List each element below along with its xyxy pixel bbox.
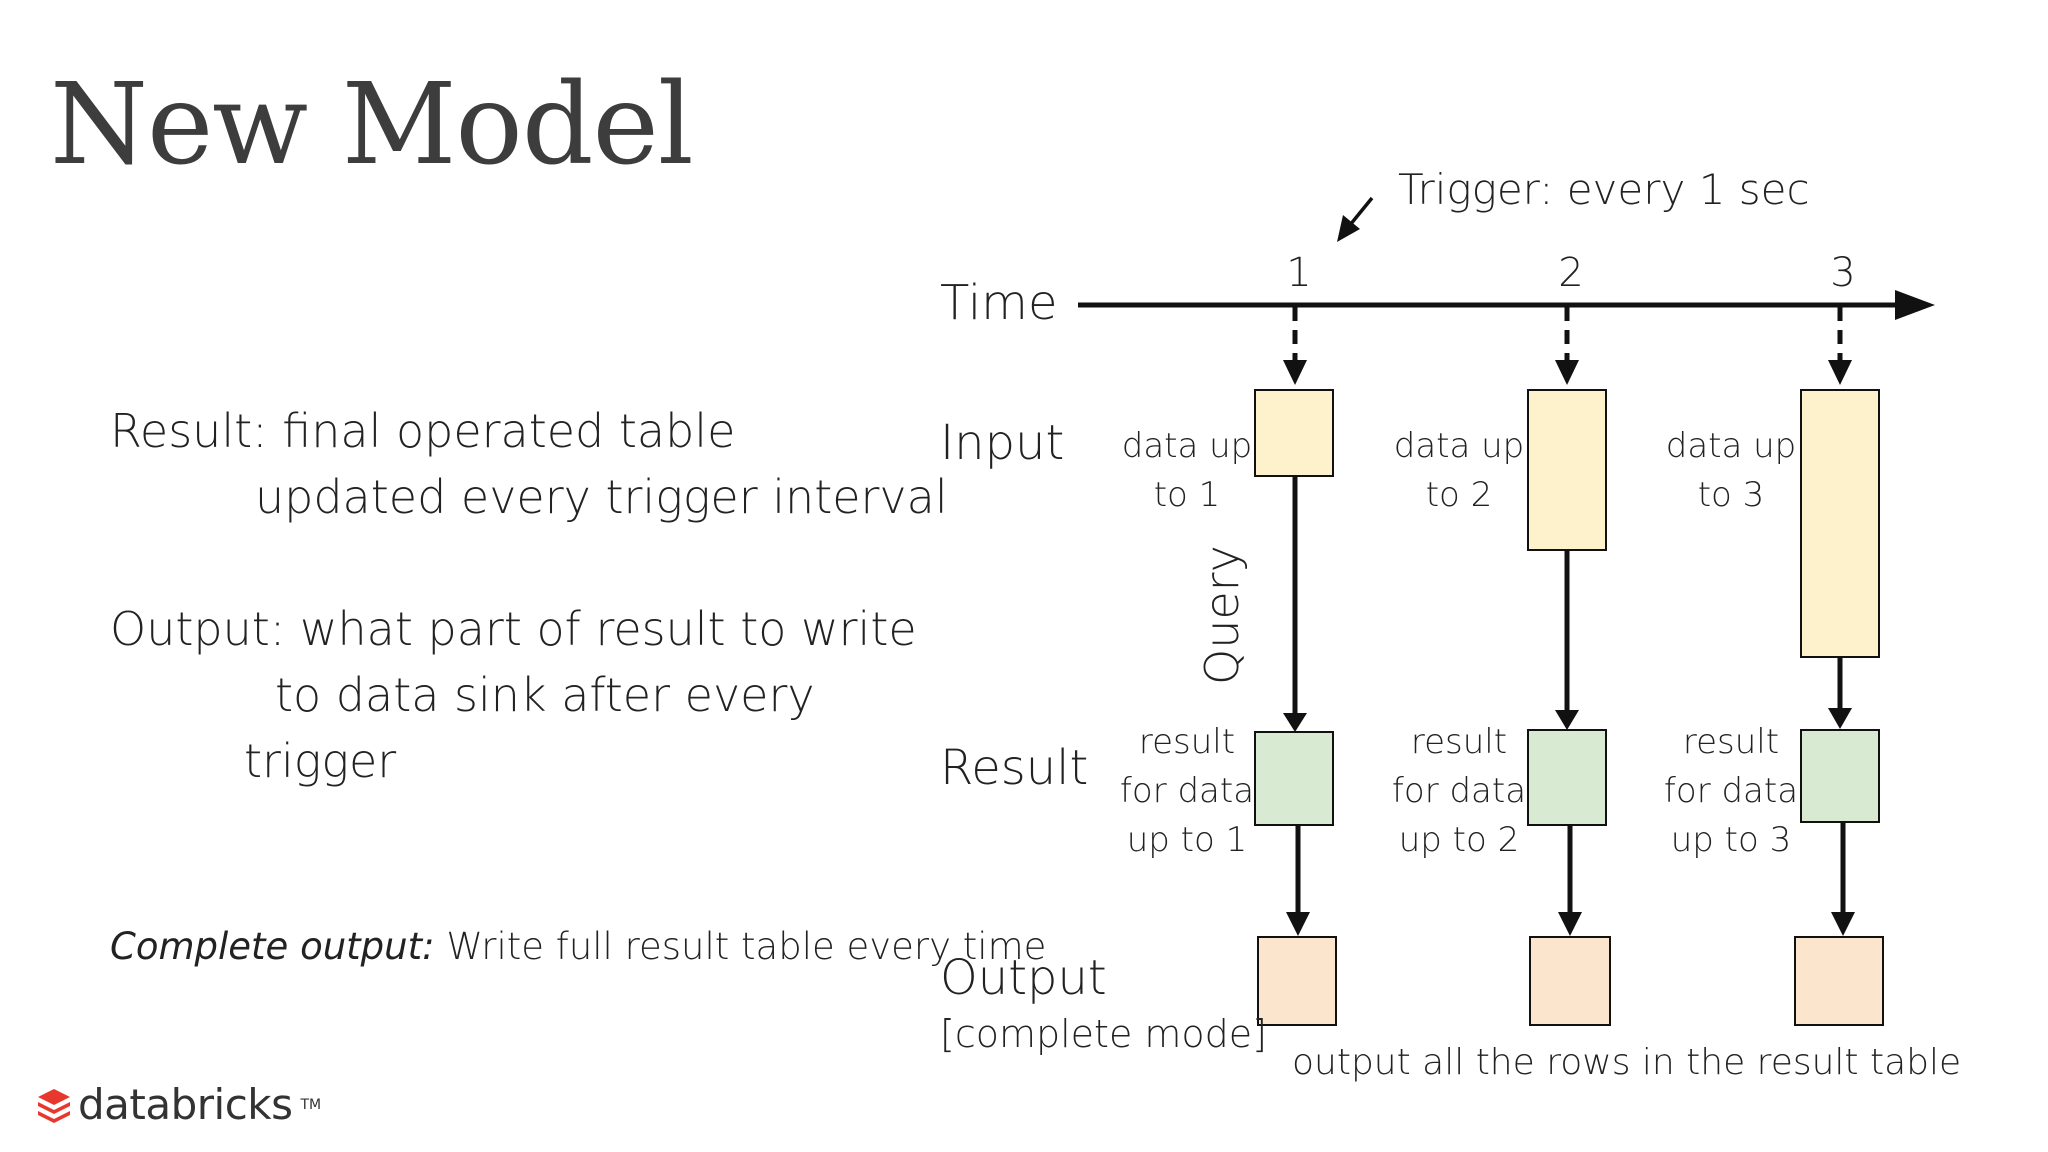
input-caption-2: data up to 2 (1374, 422, 1544, 520)
tick-label-3: 3 (1830, 250, 1856, 296)
databricks-logo-icon (38, 1088, 70, 1123)
query-arrowhead-1 (1283, 713, 1307, 732)
input-box-1 (1254, 389, 1334, 477)
result-description-cont: updated every trigger interval (255, 470, 948, 524)
databricks-logo: databricks TM (36, 1080, 321, 1129)
tick-2-arrowhead (1555, 360, 1579, 385)
input-caption-1: data up to 1 (1102, 422, 1272, 520)
complete-output-note: Complete output: Write full result table… (110, 925, 1046, 968)
note-text: Write full result table every time (434, 925, 1047, 968)
logo-wordmark: databricks (78, 1080, 293, 1129)
input-caption-1-line1: data up (1121, 426, 1253, 466)
note-label: Complete output: (110, 925, 435, 968)
result-box-2 (1527, 729, 1607, 826)
input-caption-3-line2: to 3 (1697, 475, 1765, 515)
result-caption-3-line2: for data (1663, 771, 1799, 811)
row-label-output: Output (940, 950, 1107, 1006)
query-arrowhead-2 (1555, 710, 1579, 730)
input-caption-2-line1: data up (1393, 426, 1525, 466)
trigger-pointer-line (1348, 196, 1374, 227)
result-caption-2-line2: for data (1391, 771, 1527, 811)
tick-label-1: 1 (1286, 250, 1312, 296)
input-box-2 (1527, 389, 1607, 551)
output-arrowhead-3 (1831, 912, 1855, 936)
output-arrowhead-2 (1558, 912, 1582, 936)
input-caption-2-line2: to 2 (1425, 475, 1493, 515)
row-label-time: Time (940, 275, 1058, 331)
input-caption-3: data up to 3 (1646, 422, 1816, 520)
trigger-pointer-arrowhead (1337, 215, 1360, 242)
result-description: Result: final operated table (110, 404, 736, 458)
result-box-1 (1254, 731, 1334, 826)
result-caption-1-line2: for data (1119, 771, 1255, 811)
result-caption-1: result for data up to 1 (1102, 718, 1272, 865)
output-box-2 (1529, 936, 1611, 1026)
input-caption-1-line2: to 1 (1153, 475, 1221, 515)
output-description: Output: what part of result to write (110, 602, 917, 656)
logo-trademark: TM (300, 1096, 322, 1113)
query-arrowhead-3 (1828, 708, 1852, 729)
result-caption-3-line3: up to 3 (1670, 820, 1792, 860)
time-axis-arrowhead (1895, 290, 1935, 320)
input-box-3 (1800, 389, 1880, 658)
result-caption-3-line1: result (1682, 722, 1780, 762)
result-caption-2-line1: result (1410, 722, 1508, 762)
page-title: New Model (50, 60, 694, 190)
output-arrowhead-1 (1286, 912, 1310, 936)
row-label-result: Result (940, 740, 1089, 796)
output-caption: output all the rows in the result table (1292, 1042, 1962, 1083)
output-box-3 (1794, 936, 1884, 1026)
output-description-cont: to data sink after every (275, 668, 815, 722)
tick-3-arrowhead (1828, 360, 1852, 385)
input-caption-3-line1: data up (1665, 426, 1797, 466)
output-box-1 (1257, 936, 1337, 1026)
result-caption-2-line3: up to 2 (1398, 820, 1520, 860)
row-label-input: Input (940, 415, 1065, 471)
tick-1-arrowhead (1283, 360, 1307, 385)
trigger-label: Trigger: every 1 sec (1398, 165, 1810, 214)
result-caption-3: result for data up to 3 (1646, 718, 1816, 865)
query-label: Query (1195, 545, 1249, 685)
output-mode-label: [complete mode] (940, 1012, 1267, 1056)
output-description-end: trigger (244, 734, 397, 788)
result-caption-2: result for data up to 2 (1374, 718, 1544, 865)
result-caption-1-line3: up to 1 (1126, 820, 1248, 860)
result-caption-1-line1: result (1138, 722, 1236, 762)
result-box-3 (1800, 729, 1880, 823)
tick-label-2: 2 (1558, 250, 1584, 296)
